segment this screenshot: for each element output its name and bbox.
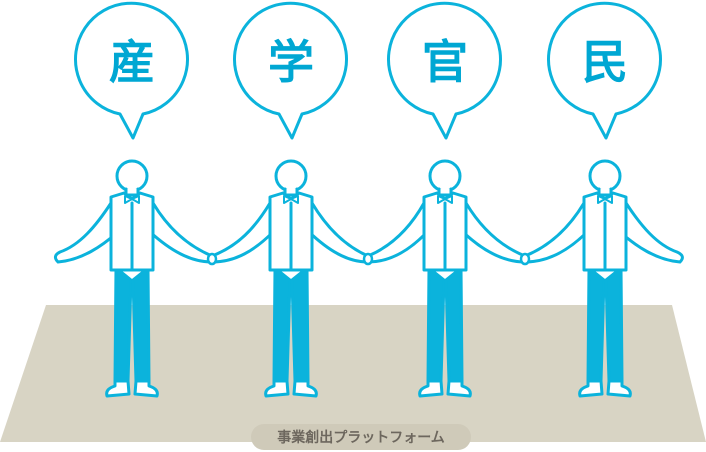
person-4-right-arm [618,201,684,264]
person-1-left-leg [113,266,133,383]
person-2-left-arm-inner [210,230,275,264]
arms [53,201,684,264]
person-1 [105,159,159,398]
person-2-left-leg [272,266,292,383]
bubble-3-char: 官 [422,35,468,89]
person-3-left-shoe [418,379,444,398]
platform-floor [0,305,706,442]
person-3 [418,159,472,398]
platform-label-text: 事業創出プラットフォーム [277,429,445,446]
person-3-right-shoe [446,379,472,398]
person-4-left-arm-inner [523,230,589,264]
bubble-3: 官 [387,1,502,140]
person-4-right-leg [604,266,624,383]
handshake-3 [519,252,531,266]
bubble-1-shape [74,1,189,140]
platform-label-pill [251,424,471,450]
person-1-right-arm-inner [148,230,214,264]
person-2-left-shoe [264,379,290,398]
person-1-bowtie-icon [124,195,140,204]
person-3-neck [437,187,453,197]
handshake-1 [206,252,218,266]
person-2-bowtie-icon [283,195,299,204]
bubble-4-shape [547,1,662,140]
person-2-right-arm [310,201,370,258]
person-2-right-shoe [292,379,318,398]
person-4-head [588,159,622,193]
person-3-head [428,159,462,193]
person-4 [578,159,632,398]
person-3-right-arm [464,201,527,258]
person-4-bowtie-icon [597,195,613,204]
person-2-left-arm [210,201,272,258]
person-4-left-arm [523,201,586,258]
person-3-right-arm-inner [461,230,527,264]
person-4-right-shoe [606,379,632,398]
hands [206,252,531,266]
bubble-4: 民 [547,1,662,140]
person-4-left-leg [586,266,606,383]
person-1-right-shoe [133,379,159,398]
person-3-left-arm [366,201,426,258]
bubble-1-char: 産 [109,35,155,89]
person-2-right-leg [290,266,310,383]
person-1-left-shoe [105,379,131,398]
person-4-neck [597,187,613,197]
bubble-2: 学 [233,1,348,140]
bubble-2-shape [233,1,348,140]
person-4-left-shoe [578,379,604,398]
person-2-right-arm-inner [307,230,370,264]
person-3-left-leg [426,266,446,383]
platform-label: 事業創出プラットフォーム [251,424,471,450]
person-2-neck [283,187,299,197]
person-2-head [274,159,308,193]
person-1-neck [124,187,140,197]
person-1-left-arm [53,201,120,264]
bubble-2-char: 学 [268,35,314,89]
person-2 [264,159,318,398]
bubble-3-shape [387,1,502,140]
person-1-head [115,159,149,193]
person-3-bowtie-icon [437,195,453,204]
person-1-right-leg [131,266,151,383]
bubble-4-char: 民 [582,35,628,89]
person-3-right-leg [444,266,464,383]
bubble-1: 産 [74,1,189,140]
person-3-left-arm-inner [366,230,429,264]
person-1-right-arm [151,201,214,258]
handshake-2 [362,252,374,266]
